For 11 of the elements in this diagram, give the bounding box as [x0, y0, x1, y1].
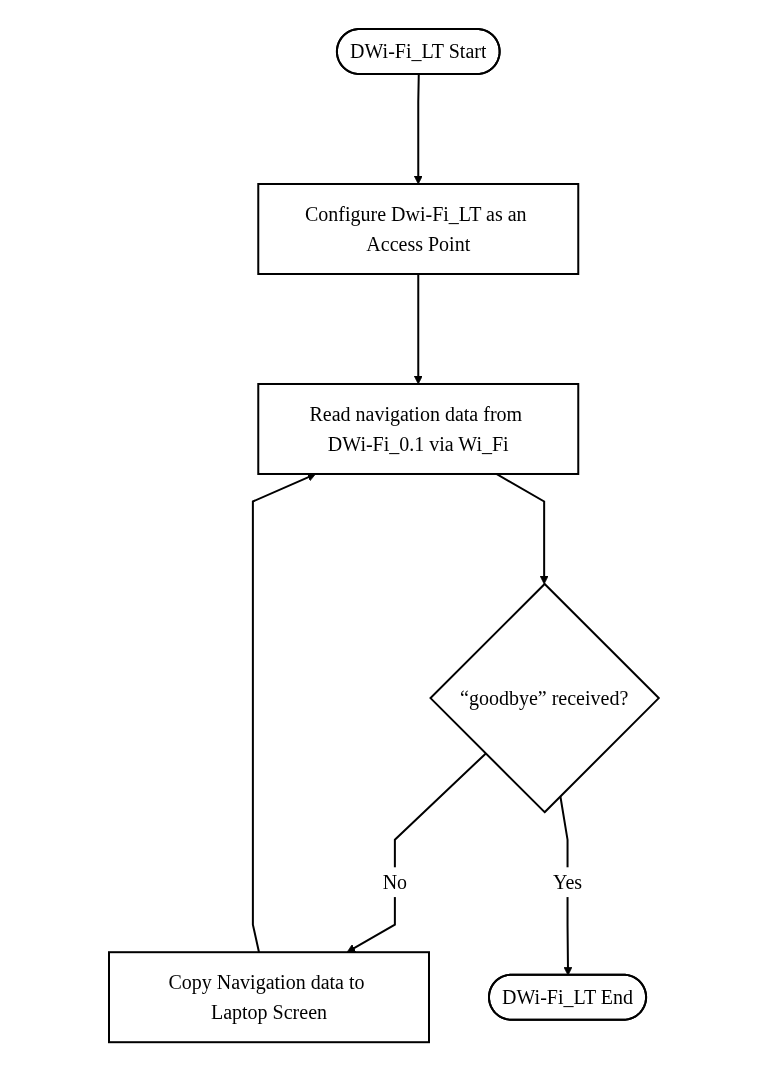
edge-label: No — [382, 871, 408, 894]
node-box: Copy Navigation data to Laptop Screen — [108, 951, 431, 1044]
node-box: Read navigation data from DWi-Fi_0.1 via Wi_Fi — [257, 383, 580, 476]
arrow — [414, 273, 423, 385]
arrow — [346, 753, 487, 953]
node-diamond: “goodbye” received? — [429, 582, 661, 814]
arrow — [495, 473, 549, 585]
arrow — [252, 473, 317, 954]
node-box: Configure Dwi-Fi_LT as an Access Point — [257, 183, 580, 276]
edge-label: Yes — [553, 871, 583, 894]
arrow — [414, 73, 423, 185]
